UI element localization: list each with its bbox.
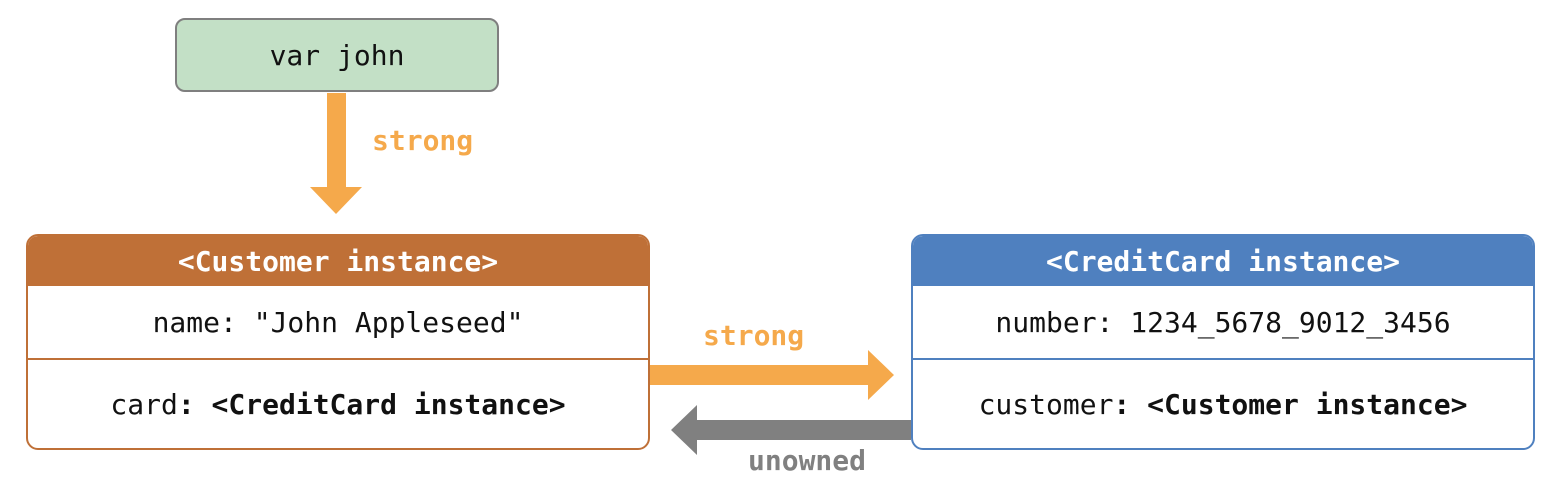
- customer-card-value: : <CreditCard instance>: [177, 387, 566, 421]
- strong-label-john: strong: [372, 124, 474, 157]
- customer-card-key: card: [110, 387, 178, 421]
- creditcard-number-key: number:: [995, 305, 1114, 339]
- unowned-arrow-card-to-customer: [671, 405, 911, 455]
- strong-label-card: strong: [703, 319, 805, 352]
- unowned-label-customer: unowned: [748, 444, 867, 477]
- customer-instance-box: <Customer instance> name: "John Applesee…: [26, 234, 650, 450]
- customer-instance-title: <Customer instance>: [28, 236, 648, 286]
- customer-name-key: name:: [152, 305, 237, 339]
- customer-card-row: card: <CreditCard instance>: [28, 360, 648, 448]
- customer-name-row: name: "John Appleseed": [28, 286, 648, 360]
- creditcard-customer-key: customer: [978, 387, 1114, 421]
- creditcard-customer-row: customer: <Customer instance>: [913, 360, 1533, 448]
- creditcard-number-row: number: 1234_5678_9012_3456: [913, 286, 1533, 360]
- strong-arrow-customer-to-card: [650, 350, 894, 400]
- creditcard-instance-title: <CreditCard instance>: [913, 236, 1533, 286]
- customer-name-value: "John Appleseed": [236, 305, 524, 339]
- strong-arrow-john-to-customer: [310, 93, 362, 214]
- creditcard-customer-value: : <Customer instance>: [1113, 387, 1468, 421]
- creditcard-number-value: 1234_5678_9012_3456: [1113, 305, 1451, 339]
- variable-john-label: var john: [269, 38, 405, 72]
- creditcard-instance-box: <CreditCard instance> number: 1234_5678_…: [911, 234, 1535, 450]
- variable-john-box: var john: [175, 18, 499, 92]
